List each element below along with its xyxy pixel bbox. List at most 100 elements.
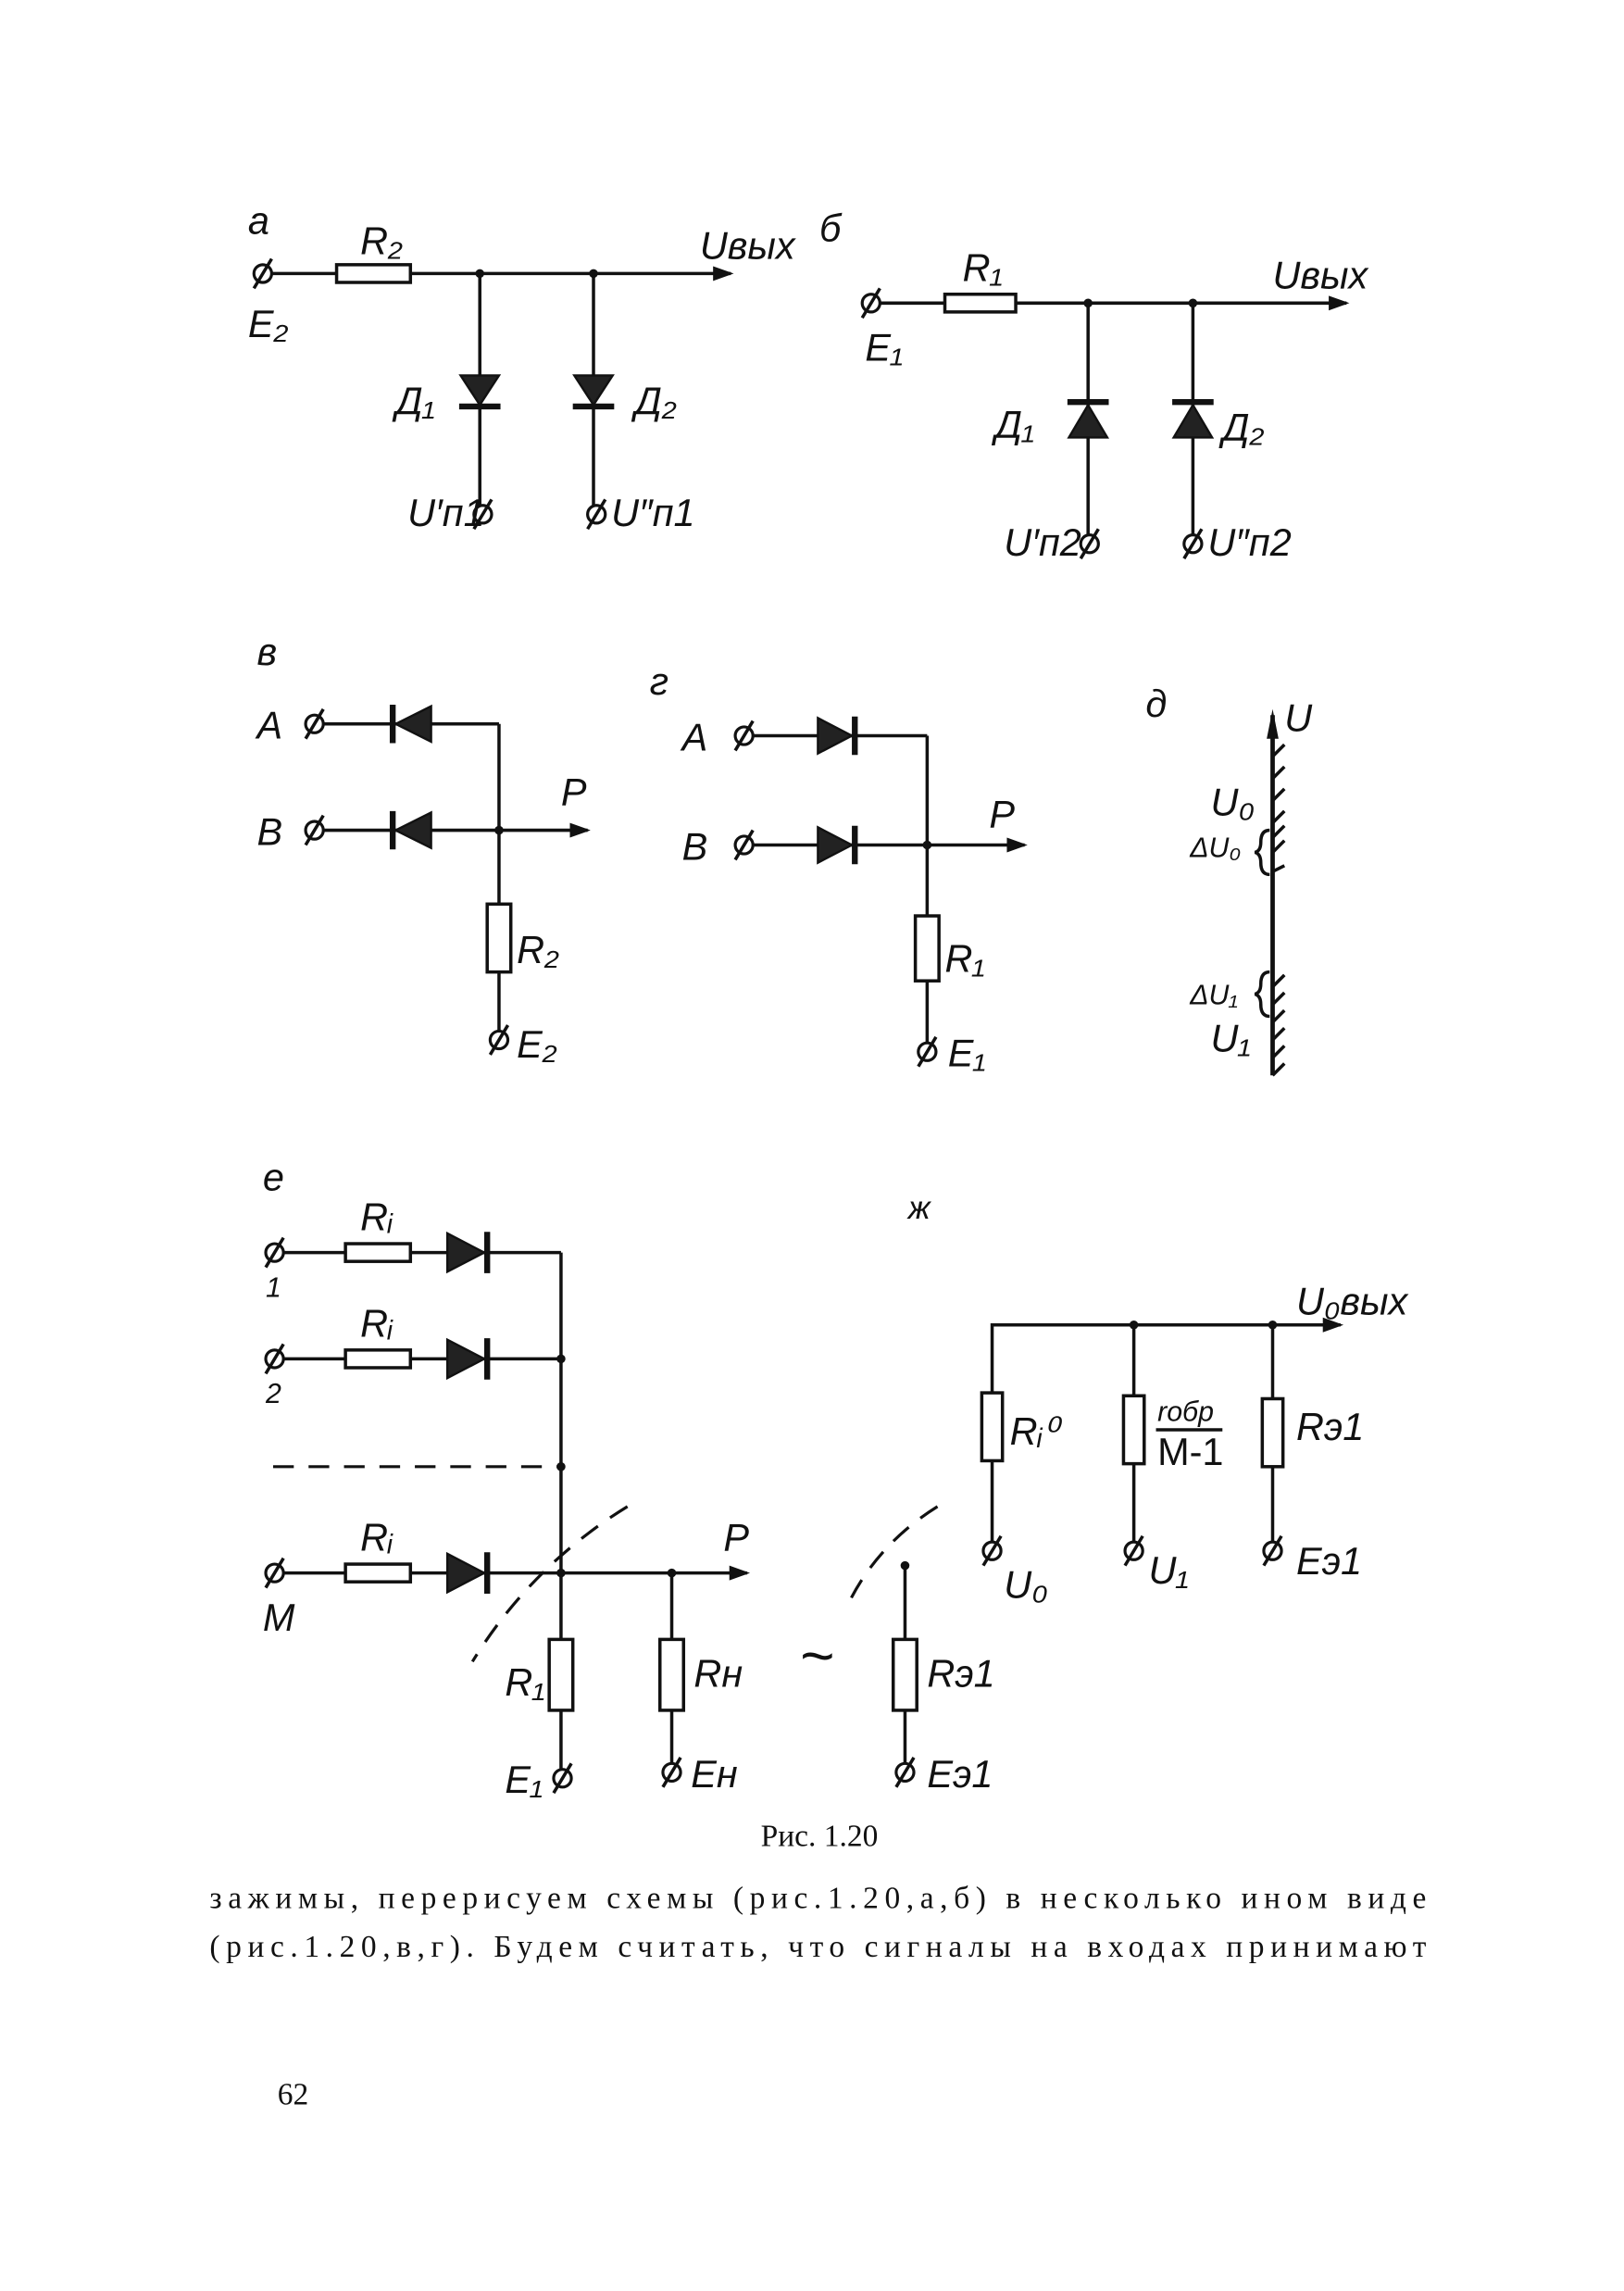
- resistor-label: R₂: [517, 928, 559, 971]
- resistor-icon: [334, 263, 413, 284]
- arrow-icon: [1322, 1317, 1344, 1333]
- supply2-label: U″п2: [1207, 520, 1291, 564]
- resistor-icon: [913, 914, 941, 983]
- diode-icon: [817, 825, 858, 865]
- source-label: E₂: [248, 302, 289, 345]
- ri-label: Rᵢ: [360, 1516, 394, 1559]
- fig-label-v: в: [256, 630, 277, 673]
- input-row-1: 1 Rᵢ: [264, 1196, 561, 1303]
- equivalence-sign: ~: [800, 1622, 834, 1689]
- terminal-icon: [1182, 528, 1204, 560]
- resistor-icon: [344, 1348, 413, 1370]
- terminal-icon: [488, 1024, 510, 1056]
- resistor-icon: [344, 1242, 413, 1263]
- ri0-label: Rᵢ⁰: [1010, 1409, 1063, 1453]
- terminal-icon: [1123, 1534, 1144, 1567]
- resistor-icon: [891, 1637, 918, 1712]
- terminal-icon: [981, 1534, 1003, 1567]
- ee1-label: Eэ1: [1296, 1539, 1362, 1583]
- fig-label-d: д: [1145, 682, 1167, 725]
- diode-icon: [817, 716, 858, 756]
- ri-label: Rᵢ: [360, 1196, 394, 1239]
- resistor-label: R₁: [945, 937, 985, 981]
- terminal-icon: [860, 287, 881, 319]
- terminal-icon: [733, 829, 755, 861]
- diode-icon: [445, 1337, 491, 1381]
- diode-icon: [389, 704, 432, 744]
- input-row-2: 2 Rᵢ: [264, 1301, 561, 1409]
- resistor-icon: [1260, 1396, 1285, 1469]
- resistor-icon: [980, 1391, 1005, 1463]
- input-a-label: A: [680, 715, 708, 758]
- circuit-zh: ж U₀вых Rᵢ⁰ rобр M-1 Rэ1 U₀ U₁ Eэ1: [906, 1190, 1409, 1607]
- axis-label: U: [1284, 696, 1313, 740]
- r1-label: R₁: [505, 1660, 544, 1704]
- input-b-label: B: [682, 824, 708, 868]
- output-label: P: [561, 770, 587, 813]
- u1-label: U₁: [1211, 1017, 1251, 1060]
- input-b-label: B: [256, 810, 282, 854]
- circuit-a: а R₂ Uвых E₂ Д₁ Д₂ U′п1 U″п1: [248, 198, 796, 534]
- arrow-icon: [569, 822, 591, 838]
- circuit-v: в A B P R₂ E₂: [254, 630, 591, 1066]
- terminal-icon: [264, 1557, 285, 1589]
- fig-label-g: г: [650, 659, 668, 703]
- supply1-label: U′п2: [1004, 520, 1081, 564]
- diode-icon: [572, 374, 615, 410]
- re1-label: Rэ1: [927, 1651, 994, 1695]
- level-diagram-d: д U U₀ ΔU₀ ΔU₁ U₁: [1145, 682, 1313, 1077]
- circuit-b: б R₁ Uвых E₁ Д₁ Д₂ U′п2 U″п2: [819, 206, 1369, 564]
- diode-icon: [1171, 398, 1215, 439]
- fig-label-b: б: [819, 206, 843, 249]
- terminal-icon: [304, 814, 325, 846]
- r-reverse-label: rобр: [1157, 1396, 1214, 1427]
- resistor-icon: [943, 292, 1018, 314]
- arrow-icon: [1267, 708, 1279, 739]
- terminal-icon: [1262, 1534, 1283, 1567]
- delta-u0-label: ΔU₀: [1189, 833, 1241, 863]
- supply2-label: U″п1: [611, 491, 694, 534]
- cut-line: [847, 1505, 939, 1604]
- terminal-icon: [304, 707, 325, 740]
- terminal-icon: [264, 1343, 285, 1375]
- body-text-line: (рис.1.20,в,г). Будем считать, что сигна…: [209, 1930, 1426, 1964]
- input-a-label: A: [254, 704, 282, 747]
- hatching: [1271, 743, 1286, 1077]
- input-1-label: 1: [266, 1272, 281, 1303]
- terminal-icon: [472, 498, 493, 531]
- diode1-label: Д₁: [392, 379, 434, 422]
- arrow-icon: [729, 1565, 751, 1581]
- rn-label: Rн: [693, 1651, 743, 1695]
- arrow-icon: [1006, 837, 1028, 853]
- resistor-icon: [547, 1637, 575, 1712]
- circuit-g: г A B P R₁ E₁: [650, 659, 1028, 1075]
- page-number: 62: [278, 2078, 308, 2112]
- diode2-label: Д₂: [1218, 406, 1264, 449]
- resistor-icon: [1121, 1394, 1146, 1466]
- diode2-label: Д₂: [631, 379, 677, 422]
- cut-line: [470, 1505, 629, 1663]
- terminal-icon: [894, 1757, 916, 1788]
- figure-caption: Рис. 1.20: [761, 1820, 879, 1854]
- diode-icon: [445, 1551, 491, 1595]
- output-label: U₀вых: [1296, 1280, 1409, 1323]
- circuit-e: е 1 Rᵢ 2 Rᵢ M Rᵢ ж P: [263, 1156, 995, 1802]
- resistor-label: R₁: [963, 245, 1003, 289]
- body-text-line: зажимы, перерисуем схемы (рис.1.20,а,б) …: [209, 1882, 1426, 1916]
- re1-label: Rэ1: [1296, 1405, 1364, 1448]
- u0-label: U₀: [1211, 781, 1255, 824]
- arrow-icon: [713, 266, 734, 282]
- output-label: P: [989, 792, 1015, 835]
- arrow-icon: [1329, 295, 1350, 311]
- brace-icon: [1254, 828, 1270, 877]
- resistor-label: R₂: [360, 219, 403, 263]
- u1-label: U₁: [1149, 1548, 1189, 1592]
- supply1-label: U′п1: [407, 491, 485, 534]
- diode-icon: [389, 810, 432, 850]
- fig-label-a: а: [248, 198, 269, 242]
- terminal-icon: [586, 498, 607, 531]
- resistor-icon: [485, 902, 513, 974]
- source-label: E₁: [865, 325, 903, 369]
